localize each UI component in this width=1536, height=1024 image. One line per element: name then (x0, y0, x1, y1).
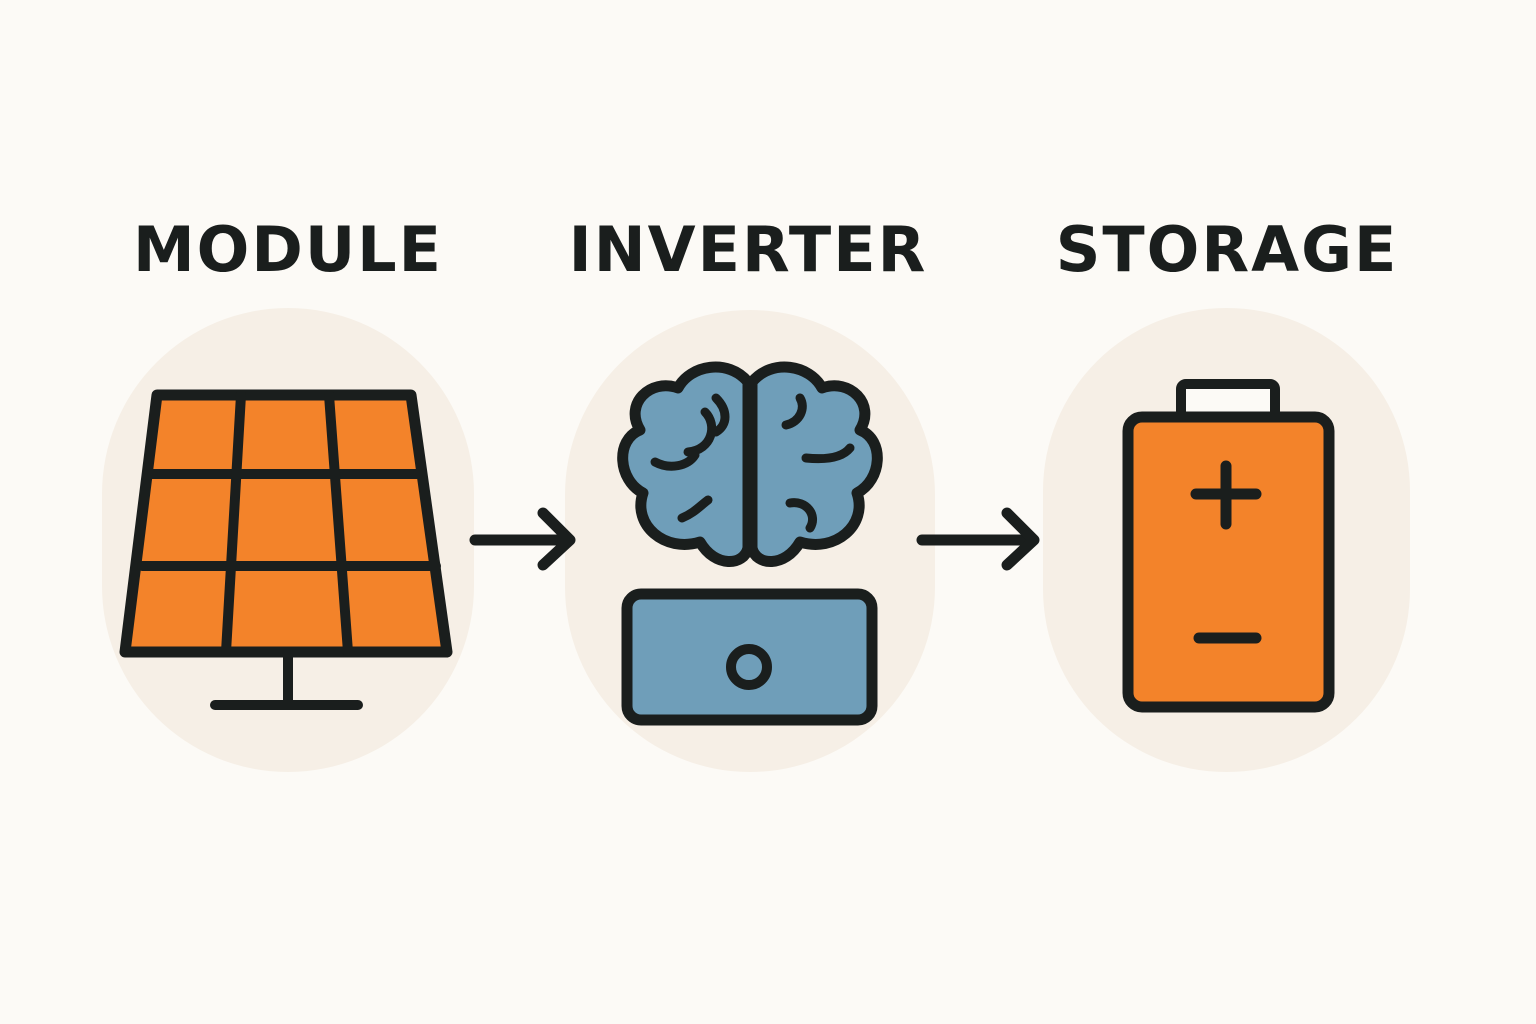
inverter-label: INVERTER (568, 213, 928, 286)
battery-icon (1122, 379, 1335, 713)
arrow-right-icon (916, 507, 1040, 571)
storage-label: STORAGE (1055, 213, 1399, 286)
arrow-right-icon (469, 507, 576, 571)
brain-inverter-icon (617, 361, 883, 726)
solar-panel-icon (119, 389, 453, 710)
module-label: MODULE (132, 213, 444, 286)
